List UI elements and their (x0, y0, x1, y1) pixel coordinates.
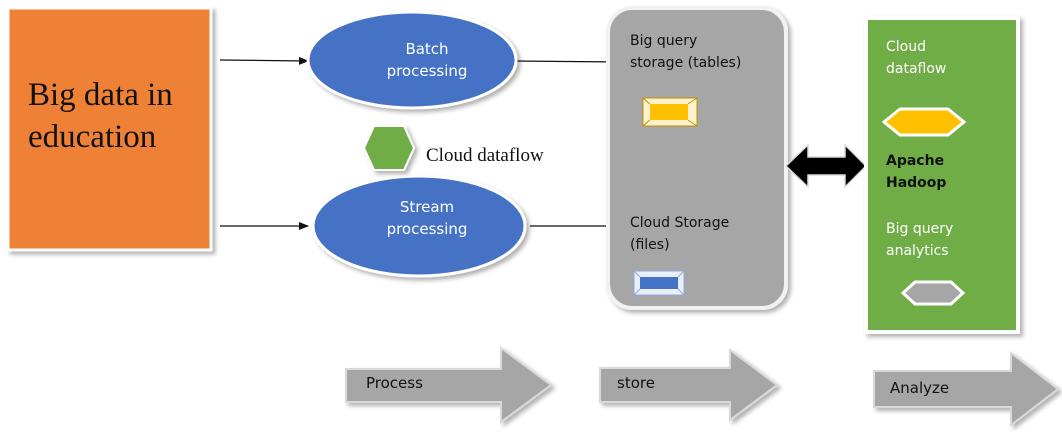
file-storage-icon (633, 270, 685, 296)
apache-hadoop-label: Apache Hadoop (886, 150, 1026, 194)
cloud-storage-line-1: Cloud Storage (630, 215, 730, 231)
analyze-panel (864, 16, 1020, 334)
analyze-dataflow-line-1: Cloud (886, 39, 926, 55)
bigquery-storage-label: Big query storage (tables) (630, 30, 780, 74)
batch-processing-label: Batch processing (318, 38, 536, 82)
analyze-dataflow-label: Cloud dataflow (886, 36, 1026, 80)
source-title: Big data in education (28, 74, 208, 158)
source-box (6, 6, 213, 252)
table-storage-icon (642, 97, 698, 127)
store-stage-arrow (599, 348, 779, 422)
process-stage-label: Process (366, 374, 423, 392)
source-title-line-2: education (28, 119, 157, 155)
analytics-line-1: Big query (886, 221, 954, 237)
analytics-line-2: analytics (886, 243, 949, 259)
analyze-dataflow-line-2: dataflow (886, 61, 947, 77)
dataflow-gold-hexagon-icon (881, 107, 967, 137)
analytics-hexagon-icon (900, 280, 966, 306)
cloud-storage-label: Cloud Storage (files) (630, 212, 780, 256)
storage-panel (606, 6, 788, 310)
bigquery-analytics-label: Big query analytics (886, 218, 1026, 262)
store-stage-label: store (617, 374, 655, 392)
bigquery-label-line-1: Big query (630, 33, 698, 49)
bigquery-label-line-2: storage (tables) (630, 55, 742, 71)
arrow-batch-to-bigquery (513, 57, 621, 66)
process-stage-arrow (345, 346, 553, 424)
analyze-stage-arrow (873, 350, 1060, 428)
hadoop-line-1: Apache (886, 153, 945, 169)
analyze-stage-label: Analyze (890, 379, 950, 397)
cloud-dataflow-label: Cloud dataflow (426, 145, 544, 166)
batch-processing-ellipse (306, 10, 518, 110)
stream-processing-label: Stream processing (318, 196, 536, 240)
stream-label-line-2: processing (386, 220, 468, 238)
cloud-storage-line-2: (files) (630, 237, 670, 253)
hadoop-line-2: Hadoop (886, 175, 947, 191)
source-title-line-1: Big data in (28, 77, 173, 113)
dataflow-hexagon-icon (362, 125, 416, 171)
bidirectional-arrow (784, 143, 868, 189)
stream-processing-ellipse (311, 174, 527, 278)
batch-label-line-2: processing (386, 62, 468, 80)
stream-label-line-1: Stream (399, 198, 455, 216)
arrow-source-to-batch (219, 56, 309, 65)
batch-label-line-1: Batch (405, 40, 449, 58)
